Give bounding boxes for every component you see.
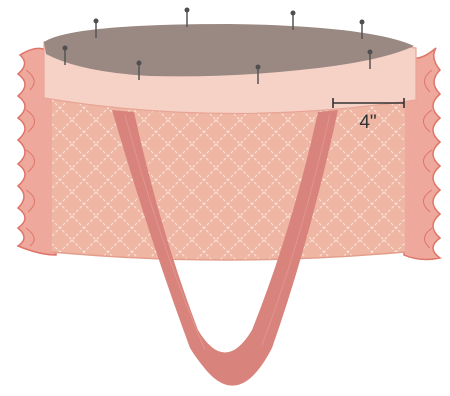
pin-icon — [185, 8, 190, 28]
measurement-label: 4" — [359, 112, 376, 133]
